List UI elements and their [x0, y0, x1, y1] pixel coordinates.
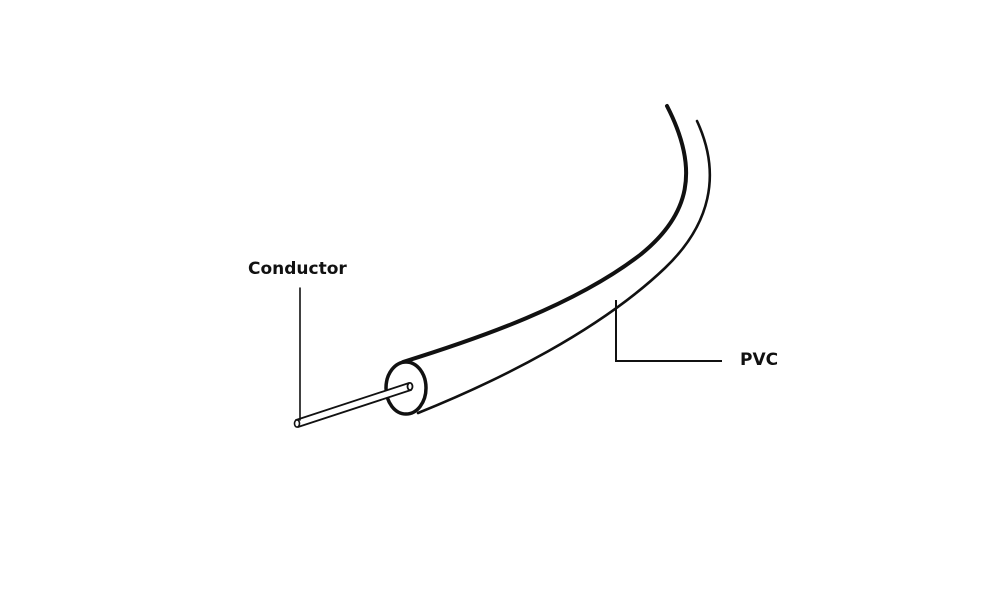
- conductor-core-dot: [406, 381, 414, 391]
- conductor-label: Conductor: [248, 259, 347, 279]
- pvc-label: PVC: [740, 350, 779, 370]
- pvc-leader-line: [615, 300, 722, 362]
- conductor-end: [293, 419, 301, 428]
- cable-lower-outline: [416, 119, 712, 415]
- cable-cross-section-inner: [417, 367, 427, 411]
- cable-upper-outline: [401, 104, 689, 364]
